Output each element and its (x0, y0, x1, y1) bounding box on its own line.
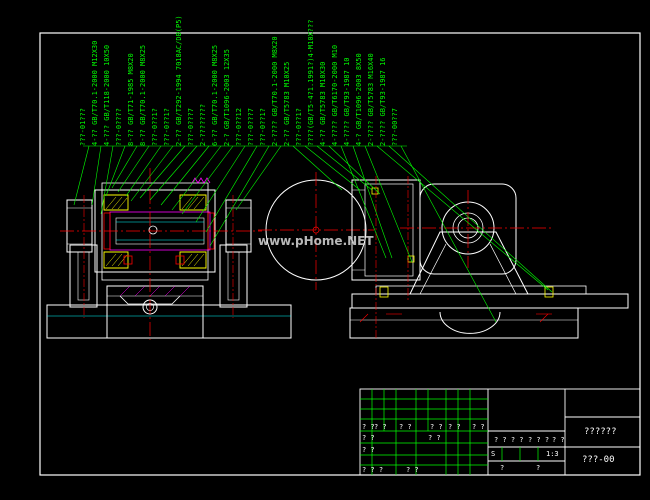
tb-row-a-4: ? ? (448, 423, 461, 431)
callout-label: 4-?? GB/T70.1-2000 M12X30 (91, 40, 99, 146)
tb-row-b-0: ? ? (362, 434, 375, 442)
drawing-title: ?????? (584, 427, 617, 437)
callout-label: 8-?? GB/T70.1-2000 M8X25 (139, 44, 147, 146)
tb-row-a-1: ? ? (374, 423, 387, 431)
callout-label: 2-?? GB/T5783 M10X25 (283, 61, 291, 146)
callout-label: ???-0??1? (151, 108, 159, 146)
tb-stage-letter: S (491, 450, 496, 458)
drawing-number: ???-00 (582, 455, 615, 465)
callout-label: ???-0???7 (187, 108, 195, 146)
circular-end-view (258, 172, 374, 290)
leader-lines (73, 145, 553, 323)
tb-marks-1: ? ? ? (528, 436, 550, 444)
callout-label: ???-0???? (115, 108, 123, 146)
right-assembly-view (349, 176, 629, 340)
tb-row-a-0: ? ? (362, 423, 375, 431)
callout-label: 2-???? GB/T93-1987 16 (379, 57, 387, 146)
callout-label: 4-???? GB/T6170-2000 M10 (331, 44, 339, 146)
callout-label: 2-???? GB/T70.1-2000 M8X20 (271, 36, 279, 146)
title-block-lines (359, 388, 641, 476)
callout-label: ???-0??1? (259, 108, 267, 146)
callout-label: 4-? GB/T1096-2003 8X50 (355, 53, 363, 146)
callout-label: ???-00??7 (391, 108, 399, 146)
callout-label: 6-?? GB/T70.1-2000 M8X25 (211, 44, 219, 146)
tb-sheet-right: ? (536, 464, 541, 472)
left-section-view (46, 168, 292, 340)
tb-row-b-1: ? ? (362, 446, 375, 454)
callout-label: 4-???? GB/T93-1987 10 (343, 57, 351, 146)
callout-label: 2-?? GB/T292-1994 7018AC/DB(P5) (175, 15, 183, 146)
callout-label: ???-01??? (79, 108, 87, 146)
callout-label: ???-0???7 (247, 108, 255, 146)
tb-marks-2: ? ? (552, 436, 565, 444)
tb-row-a-2: ? ? (399, 423, 412, 431)
title-block-grid (360, 389, 539, 475)
callout-label: ???-0??1? (163, 108, 171, 146)
callout-label: 2-???? GB/T5783 M16X40 (367, 53, 375, 146)
tb-row-b-mid: ? ? ? (362, 466, 384, 474)
tb-row-a-5: ? ? (472, 423, 485, 431)
watermark: www.pHome.NET (258, 234, 374, 248)
tb-row-a-3: ? ? (430, 423, 443, 431)
tb-approve: ? ? (406, 466, 419, 474)
callout-label: 4-?? GB/T5783 M10X30 (319, 61, 327, 146)
callout-label: ???-0??1? (295, 108, 303, 146)
callout-label: 8-?? GB/T71-1985 M8X20 (127, 53, 135, 146)
tb-row-a-mid: ? ? (428, 434, 441, 442)
tb-scale: 1:3 (546, 450, 559, 458)
callout-label: 2-???????? (199, 103, 207, 146)
callout-label: 2-? GB/T1096-2003 12X35 (223, 49, 231, 146)
tb-marks-0: ? ? ? ? (494, 436, 524, 444)
callout-label: ???-0??12 (235, 108, 243, 146)
tb-sheet-left: ? (500, 464, 505, 472)
callout-label: 4-??? GB/T118-2000 10X50 (103, 44, 111, 146)
callout-label: ????(GB/T5-4?1.1991?)4-M10X??? (307, 19, 315, 146)
sheet-border (39, 32, 641, 476)
